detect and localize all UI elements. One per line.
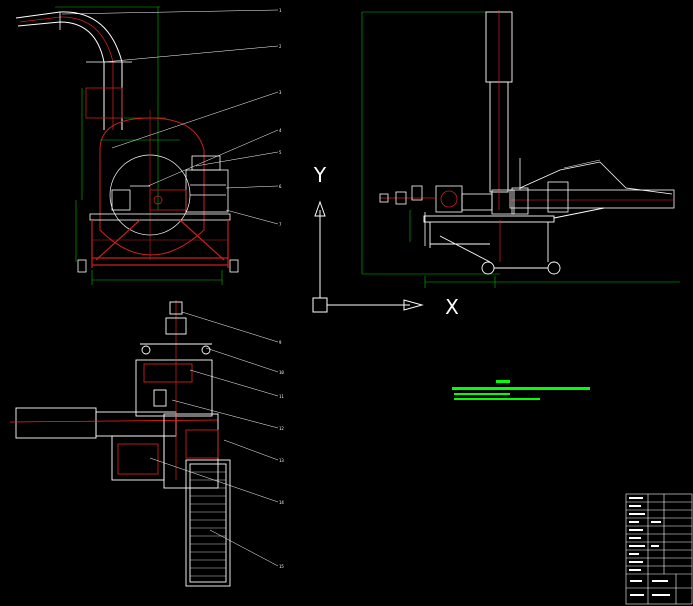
crusher-housing — [99, 110, 205, 260]
front-view: 1 2 3 4 5 6 7 — [15, 6, 282, 285]
top-main-body — [111, 300, 219, 489]
x-axis-label: X — [445, 295, 459, 319]
callout-label: 2 — [279, 44, 282, 49]
callout-label: 5 — [279, 150, 282, 155]
callout-label: 1 — [279, 8, 282, 13]
callout-label: 9 — [279, 340, 282, 345]
side-view — [361, 10, 680, 288]
side-leaders — [563, 159, 601, 169]
top-leaders — [149, 311, 279, 567]
callout-label: 15 — [279, 564, 284, 569]
title-block — [625, 493, 693, 605]
y-axis-label: Y — [313, 163, 327, 187]
ucs-axis-icon: Y X — [312, 163, 459, 319]
callout-label: 7 — [279, 222, 282, 227]
callout-label: 10 — [279, 370, 284, 375]
callout-label: 12 — [279, 426, 284, 431]
callout-label: 6 — [279, 184, 282, 189]
top-hopper-pipe — [9, 407, 219, 439]
callout-label: 4 — [279, 128, 282, 133]
front-wheels — [77, 259, 239, 273]
callout-label: 13 — [279, 458, 284, 463]
side-frame — [423, 207, 605, 275]
top-conveyor — [185, 459, 231, 587]
side-machine-body — [379, 185, 515, 246]
front-leaders — [61, 9, 279, 225]
callout-label: 14 — [279, 500, 284, 505]
top-leader-labels: 9 10 11 12 13 14 15 — [279, 340, 284, 569]
front-frame — [89, 213, 231, 268]
motor-box — [111, 155, 229, 213]
front-view-dimensions — [55, 6, 223, 285]
side-view-dimensions — [361, 11, 680, 288]
front-leader-labels: 1 2 3 4 5 6 7 — [279, 8, 282, 227]
vertical-pipe — [485, 10, 513, 210]
callout-label: 11 — [279, 394, 284, 399]
top-view: 9 10 11 12 13 14 15 — [9, 300, 284, 587]
callout-label: 3 — [279, 90, 282, 95]
side-conveyor — [509, 158, 675, 215]
technical-notes — [452, 380, 590, 400]
discharge-chute — [15, 11, 132, 130]
